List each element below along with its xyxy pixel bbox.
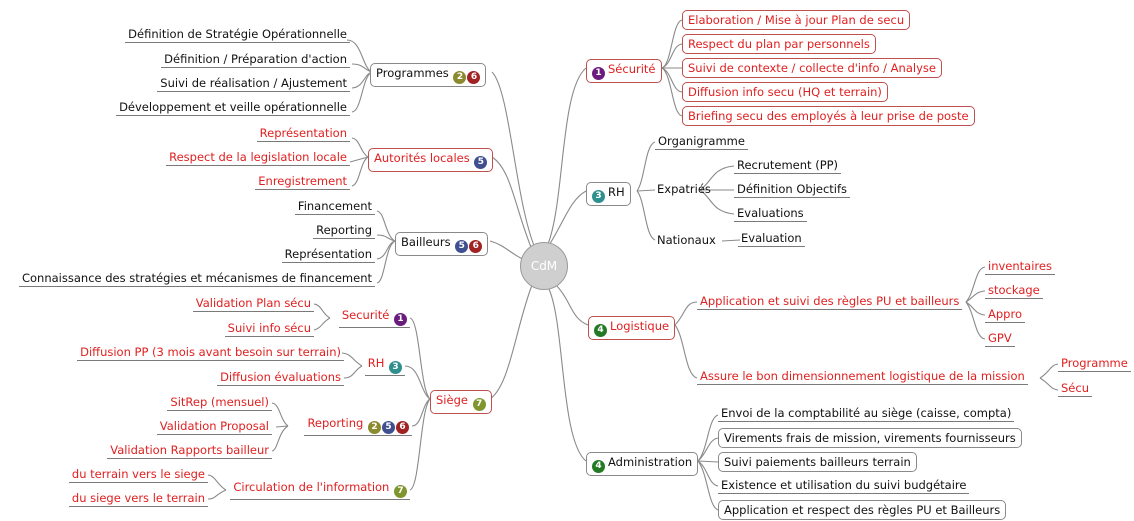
leaf-item[interactable]: Validation Rapports bailleur xyxy=(107,443,272,459)
leaf-item[interactable]: Validation Plan sécu xyxy=(192,296,314,312)
leaf-item[interactable]: Définition / Préparation d'action xyxy=(161,52,350,68)
priority-badge: 2 xyxy=(368,421,381,434)
leaf-item[interactable]: Connaissance des stratégies et mécanisme… xyxy=(18,271,375,287)
priority-badge: 6 xyxy=(469,240,483,253)
branch-label: Sécurité xyxy=(608,62,656,76)
priority-badge: 4 xyxy=(592,460,605,473)
logistique-sub-assure[interactable]: Assure le bon dimensionnement logistique… xyxy=(697,369,1028,385)
priority-badge: 6 xyxy=(467,71,481,84)
branch-label: Autorités locales xyxy=(374,151,470,165)
leaf-item[interactable]: Représentation xyxy=(256,126,350,142)
rh-sub-expatries[interactable]: Expatriés xyxy=(657,182,711,196)
leaf-item[interactable]: Respect du plan par personnels xyxy=(682,34,876,54)
sub-label: Securité xyxy=(341,308,390,322)
priority-badge: 7 xyxy=(472,398,486,411)
leaf-item[interactable]: Programme xyxy=(1058,356,1131,372)
leaf-item[interactable]: Organigramme xyxy=(655,134,748,150)
leaf-item[interactable]: Définition de Stratégie Opérationnelle xyxy=(125,27,350,43)
priority-badge: 6 xyxy=(396,421,409,434)
priority-badge: 7 xyxy=(394,485,407,498)
leaf-item[interactable]: Recrutement (PP) xyxy=(734,158,842,174)
leaf-item[interactable]: Diffusion évaluations xyxy=(217,370,344,386)
leaf-item[interactable]: Suivi de contexte / collecte d'info / An… xyxy=(682,58,942,78)
branch-autorites-locales[interactable]: Autorités locales 5 xyxy=(368,148,494,172)
priority-badge: 1 xyxy=(394,313,407,326)
priority-badge: 3 xyxy=(389,361,402,374)
branch-label: Bailleurs xyxy=(401,235,451,249)
siege-sub-rh[interactable]: RH 3 xyxy=(364,356,405,376)
leaf-item[interactable]: Existence et utilisation du suivi budgét… xyxy=(718,478,970,494)
leaf-item[interactable]: Elaboration / Mise à jour Plan de secu xyxy=(682,10,911,30)
priority-badge: 5 xyxy=(474,156,488,169)
branch-label: Siège xyxy=(436,393,468,407)
leaf-item[interactable]: Enregistrement xyxy=(255,174,350,190)
priority-badge: 5 xyxy=(455,240,469,253)
priority-badge: 3 xyxy=(592,190,605,203)
leaf-item[interactable]: du siege vers le terrain xyxy=(68,491,208,507)
priority-badge: 4 xyxy=(594,324,607,337)
leaf-item[interactable]: Définition Objectifs xyxy=(734,182,851,198)
leaf-item[interactable]: GPV xyxy=(985,331,1015,347)
branch-label: Administration xyxy=(608,455,693,469)
priority-badge: 5 xyxy=(382,421,395,434)
leaf-item[interactable]: Financement xyxy=(294,199,375,215)
leaf-item[interactable]: Reporting xyxy=(313,223,375,239)
branch-label: RH xyxy=(608,185,625,199)
branch-label: Logistique xyxy=(610,319,670,333)
leaf-item[interactable]: Diffusion info secu (HQ et terrain) xyxy=(682,82,888,102)
priority-badge: 2 xyxy=(453,71,467,84)
leaf-item[interactable]: Evaluations xyxy=(734,206,807,222)
leaf-item[interactable]: Diffusion PP (3 mois avant besoin sur te… xyxy=(77,345,344,361)
leaf-item[interactable]: stockage xyxy=(985,283,1043,299)
branch-siege[interactable]: Siège 7 xyxy=(430,390,492,414)
leaf-item[interactable]: Evaluation xyxy=(738,231,805,247)
leaf-item[interactable]: Développement et veille opérationnelle xyxy=(116,100,350,116)
central-node[interactable]: CdM xyxy=(520,242,568,290)
leaf-item[interactable]: inventaires xyxy=(985,259,1055,275)
leaf-item[interactable]: Appro xyxy=(985,307,1025,323)
leaf-item[interactable]: du terrain vers le siege xyxy=(68,467,208,483)
leaf-item[interactable]: Virements frais de mission, virements fo… xyxy=(718,428,1022,448)
rh-sub-nationaux[interactable]: Nationaux xyxy=(657,233,716,247)
logistique-sub-application[interactable]: Application et suivi des règles PU et ba… xyxy=(697,294,963,310)
siege-sub-securite[interactable]: Securité 1 xyxy=(338,308,410,328)
leaf-item[interactable]: Envoi de la comptabilité au siège (caiss… xyxy=(718,406,1015,422)
branch-label: Programmes xyxy=(376,66,449,80)
leaf-item[interactable]: Suivi de réalisation / Ajustement xyxy=(157,76,350,92)
siege-sub-circulation[interactable]: Circulation de l'information 7 xyxy=(230,480,410,500)
priority-badge: 1 xyxy=(592,67,605,80)
sub-label: Circulation de l'information xyxy=(233,480,390,494)
sub-label: Reporting xyxy=(307,416,364,430)
leaf-item[interactable]: Briefing secu des employés à leur prise … xyxy=(682,106,975,126)
leaf-item[interactable]: Suivi paiements bailleurs terrain xyxy=(718,452,917,472)
leaf-item[interactable]: Sécu xyxy=(1058,381,1092,397)
leaf-item[interactable]: SitRep (mensuel) xyxy=(167,395,272,411)
sub-label: RH xyxy=(367,356,385,370)
leaf-item[interactable]: Suivi info sécu xyxy=(224,321,314,337)
leaf-item[interactable]: Application et respect des règles PU et … xyxy=(718,500,1007,520)
leaf-item[interactable]: Représentation xyxy=(281,247,375,263)
leaf-item[interactable]: Respect de la legislation locale xyxy=(166,150,350,166)
leaf-item[interactable]: Validation Proposal xyxy=(156,419,272,435)
